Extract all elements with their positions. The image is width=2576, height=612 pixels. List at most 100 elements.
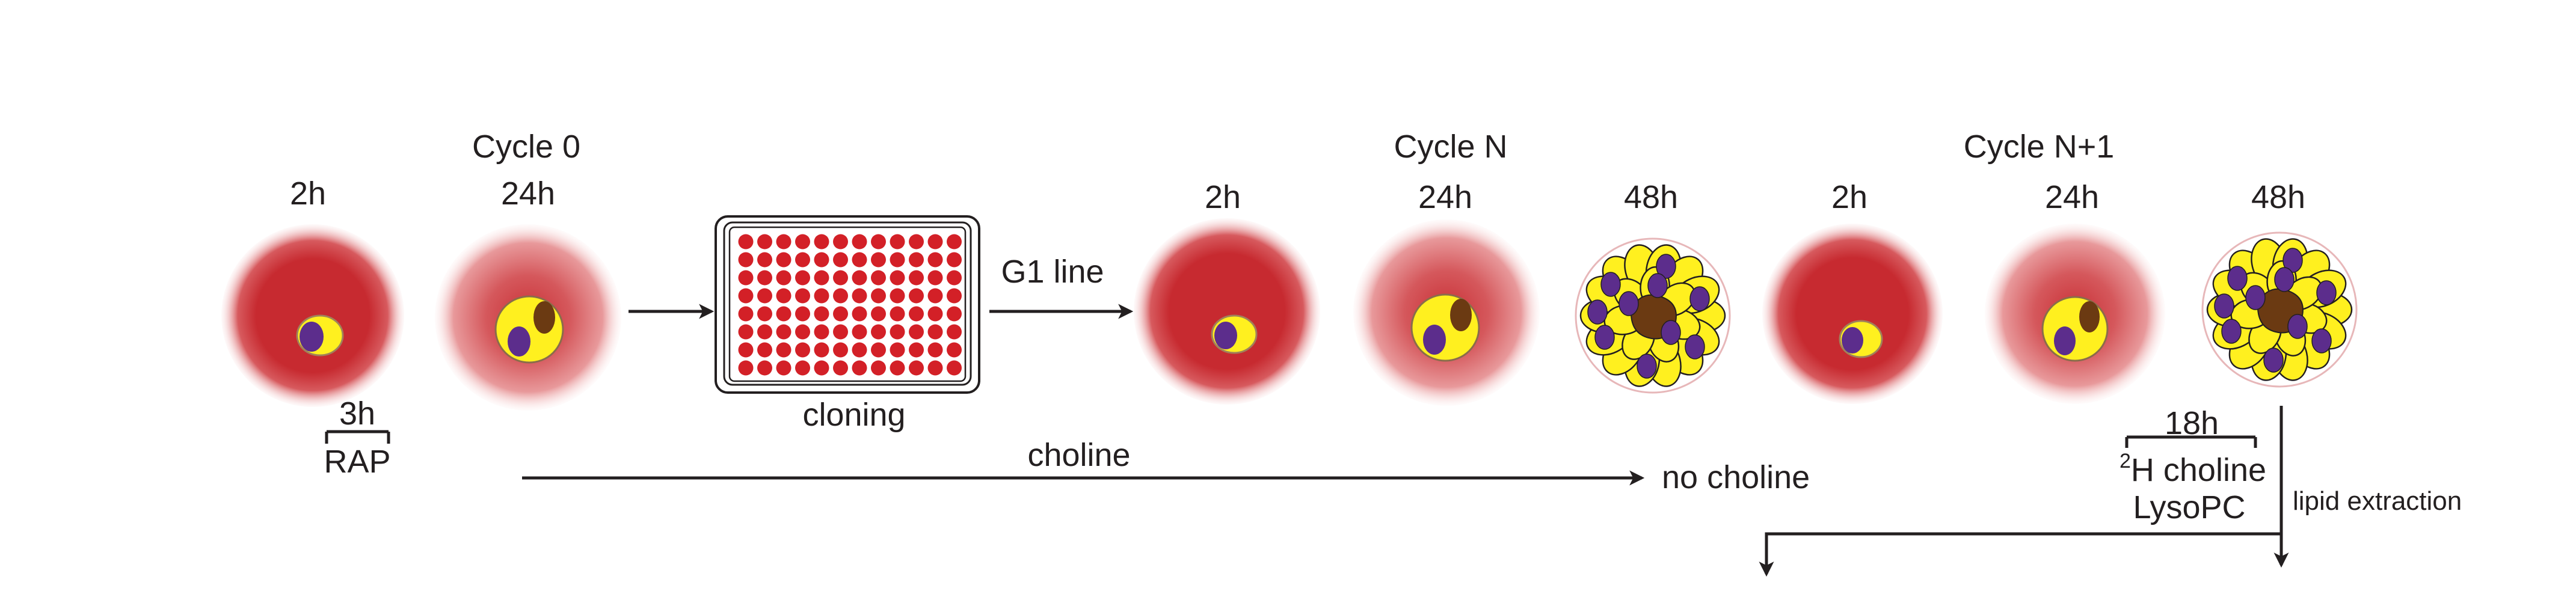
plate-well — [814, 306, 829, 322]
trophozoite-rbc-icon — [1985, 224, 2165, 404]
plate-well — [852, 324, 867, 340]
plate-well — [814, 234, 829, 249]
plate-well — [833, 306, 848, 322]
plate-well — [947, 234, 962, 249]
plate-well — [852, 306, 867, 322]
deuterium-choline-label: 2H choline — [2120, 450, 2266, 488]
labelling-duration-label: 18h — [2165, 405, 2219, 441]
plate-well — [757, 342, 772, 358]
plate-well — [927, 324, 943, 340]
merozoite-nucleus — [1656, 254, 1676, 279]
merozoite-nucleus — [2287, 314, 2308, 339]
plate-well — [814, 270, 829, 286]
merozoite-nucleus — [2316, 280, 2337, 305]
plate-well — [757, 252, 772, 268]
merozoite-nucleus — [2274, 267, 2295, 292]
plate-well — [776, 252, 792, 268]
merozoite-nucleus — [1637, 353, 1657, 379]
cycle-n1-label: Cycle N+1 — [1964, 129, 2115, 165]
merozoite-nucleus — [1661, 320, 1681, 345]
cycle-n-label: Cycle N — [1394, 129, 1507, 165]
timepoint-48h-cycleN: 48h — [1624, 179, 1678, 215]
plate-well — [871, 324, 886, 340]
plate-well — [795, 234, 810, 249]
plate-well — [947, 288, 962, 304]
plate-well — [776, 360, 792, 376]
plate-well — [757, 270, 772, 286]
cloning-label: cloning — [802, 397, 905, 433]
plate-well — [927, 252, 943, 268]
plate-well — [947, 270, 962, 286]
labelling-bracket — [2125, 435, 2257, 448]
plate-well — [852, 342, 867, 358]
plate-well — [833, 324, 848, 340]
plate-well — [890, 270, 905, 286]
schizont-icon — [2201, 231, 2358, 388]
plate-well — [927, 306, 943, 322]
lysopc-label: LysoPC — [2133, 489, 2245, 525]
plate-well — [909, 360, 924, 376]
plate-well — [852, 288, 867, 304]
plate-well — [852, 252, 867, 268]
plate-well — [890, 252, 905, 268]
schizont-icon — [1575, 237, 1731, 394]
plate-well — [738, 270, 754, 286]
plate-well — [871, 234, 886, 249]
plate-well — [947, 252, 962, 268]
plate-well — [890, 342, 905, 358]
plate-well — [927, 234, 943, 249]
plate-well — [833, 234, 848, 249]
timepoint-2h-cycleN1: 2h — [1831, 179, 1867, 215]
plate-well — [871, 252, 886, 268]
plate-well — [871, 270, 886, 286]
plate-well — [738, 360, 754, 376]
isotope-superscript: 2 — [2120, 450, 2131, 473]
plate-well — [795, 252, 810, 268]
merozoite-nucleus — [2245, 285, 2266, 310]
plate-well — [852, 270, 867, 286]
plate-well — [776, 234, 792, 249]
plate-well — [927, 342, 943, 358]
merozoite-nucleus — [2263, 347, 2284, 373]
timepoint-2h-cycleN: 2h — [1205, 179, 1241, 215]
plate-well — [814, 342, 829, 358]
trophozoite-rbc-icon — [1353, 219, 1540, 406]
plate-well — [871, 342, 886, 358]
plate-well — [871, 306, 886, 322]
plate-well — [890, 234, 905, 249]
plate-well — [852, 234, 867, 249]
timepoint-24h-cycleN1: 24h — [2045, 179, 2099, 215]
plate-well — [909, 306, 924, 322]
plate-well — [833, 342, 848, 358]
timepoint-24h-cycleN: 24h — [1418, 179, 1472, 215]
plate-well — [776, 306, 792, 322]
timepoint-24h-cycle0: 24h — [501, 176, 555, 212]
merozoite-nucleus — [1594, 325, 1615, 350]
plate-well — [738, 234, 754, 249]
choline-label: choline — [1027, 437, 1130, 473]
g1-line-label: G1 line — [1001, 254, 1104, 290]
plate-well — [833, 360, 848, 376]
plate-well — [833, 270, 848, 286]
plate-well — [738, 342, 754, 358]
plate-well — [852, 360, 867, 376]
timepoint-2h-cycle0: 2h — [290, 176, 326, 212]
merozoite-nucleus — [1647, 273, 1668, 298]
plate-well — [795, 342, 810, 358]
plate-well — [927, 270, 943, 286]
merozoite-nucleus — [2282, 248, 2303, 273]
h-choline-text: H choline — [2131, 452, 2266, 488]
plate-well — [909, 288, 924, 304]
plate-well — [814, 360, 829, 376]
no-choline-label: no choline — [1662, 459, 1810, 495]
cycle-0-label: Cycle 0 — [472, 129, 580, 165]
plate-well — [909, 342, 924, 358]
lipid-extraction-label: lipid extraction — [2293, 486, 2462, 516]
rap-label: RAP — [324, 444, 390, 480]
merozoite-nucleus — [1618, 291, 1639, 316]
plate-well — [757, 360, 772, 376]
plate-well — [757, 324, 772, 340]
plate-well — [909, 270, 924, 286]
merozoite-nucleus — [2311, 328, 2332, 353]
merozoite-nucleus — [2227, 266, 2248, 291]
